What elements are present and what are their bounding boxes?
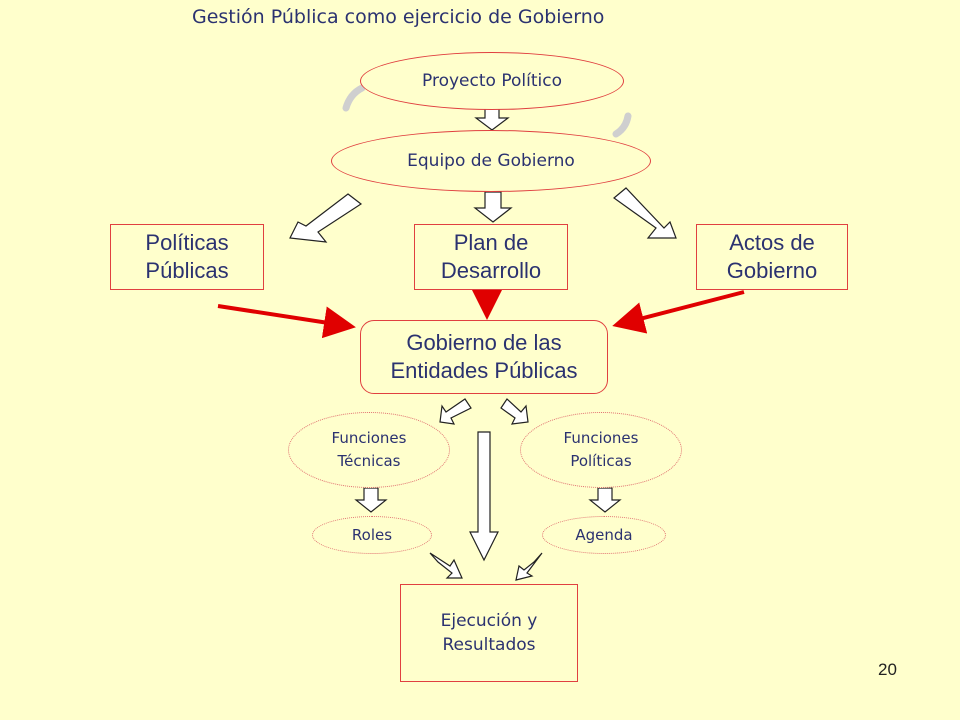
funciones-tecnicas-line1: Funciones — [331, 429, 407, 447]
funciones-politicas-line1: Funciones — [563, 429, 639, 447]
proyecto-politico-label: Proyecto Político — [422, 71, 562, 91]
arrow-equipo-to-politicas — [289, 193, 363, 243]
agenda-node: Agenda — [542, 516, 666, 554]
gobierno-entidades-line2: Entidades Públicas — [390, 358, 578, 383]
equipo-gobierno-node: Equipo de Gobierno — [331, 130, 651, 192]
politicas-publicas-line2: Públicas — [145, 258, 229, 283]
equipo-gobierno-label: Equipo de Gobierno — [407, 151, 575, 171]
funciones-tecnicas-node: Funciones Técnicas — [288, 412, 450, 488]
plan-desarrollo-box: Plan de Desarrollo — [414, 224, 568, 290]
arrow-equipo-to-actos — [613, 187, 677, 239]
funciones-politicas-node: Funciones Políticas — [520, 412, 682, 488]
arrow-gobierno-to-politicas — [500, 398, 529, 425]
ejecucion-line2: Resultados — [442, 635, 536, 655]
ejecucion-resultados-box: Ejecución y Resultados — [400, 584, 578, 682]
proyecto-politico-node: Proyecto Político — [360, 52, 624, 110]
funciones-tecnicas-line2: Técnicas — [337, 452, 401, 470]
funciones-politicas-line2: Políticas — [570, 452, 632, 470]
gobierno-entidades-line1: Gobierno de las — [406, 330, 562, 355]
arrow-gobierno-to-tecnicas — [439, 398, 472, 425]
red-arrow-actos — [612, 290, 745, 334]
plan-desarrollo-line2: Desarrollo — [440, 258, 542, 283]
arrow-gobierno-to-ejecucion — [469, 431, 499, 562]
roles-node: Roles — [312, 516, 432, 554]
actos-gobierno-box: Actos de Gobierno — [696, 224, 848, 290]
arrow-roles-to-ejecucion — [429, 552, 463, 579]
left-curve-decoration — [342, 84, 366, 112]
gobierno-entidades-box: Gobierno de las Entidades Públicas — [360, 320, 608, 394]
arrow-agenda-to-ejecucion — [515, 552, 543, 581]
agenda-label: Agenda — [575, 525, 633, 544]
politicas-publicas-box: Políticas Públicas — [110, 224, 264, 290]
arrow-equipo-to-plan — [473, 191, 513, 223]
right-curve-decoration — [612, 112, 632, 138]
politicas-publicas-line1: Políticas — [145, 230, 229, 255]
plan-desarrollo-line1: Plan de — [453, 230, 529, 255]
slide-title: Gestión Pública como ejercicio de Gobier… — [192, 6, 605, 28]
actos-gobierno-line1: Actos de — [729, 230, 815, 255]
arrow-tecnicas-to-roles — [354, 487, 388, 513]
arrow-politicas-to-agenda — [588, 487, 622, 513]
actos-gobierno-line2: Gobierno — [726, 258, 818, 283]
roles-label: Roles — [351, 525, 393, 544]
ejecucion-line1: Ejecución y — [440, 611, 538, 631]
red-arrow-politicas — [217, 304, 356, 339]
page-number: 20 — [878, 660, 897, 679]
